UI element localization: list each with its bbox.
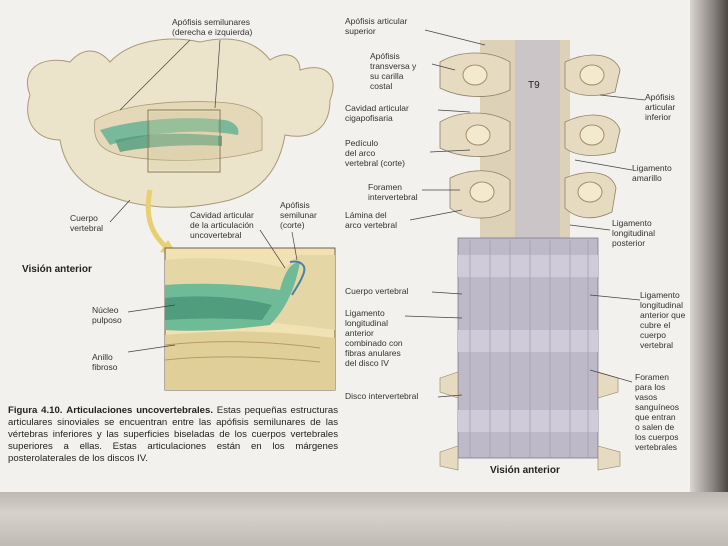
label-foramen-intervertebral: Foramen intervertebral — [368, 182, 418, 202]
label-nucleo-pulposo: Núcleo pulposo — [92, 305, 122, 325]
figure-caption: Figura 4.10. Articulaciones uncovertebra… — [8, 405, 338, 465]
label-ligamento-posterior: Ligamento longitudinal posterior — [612, 218, 656, 248]
label-disco-intervertebral: Disco intervertebral — [345, 391, 419, 401]
label-apofisis-articular-superior: Apófisis articular superior — [345, 16, 408, 36]
figure-text: Estas pequeñas estructuras articulares s… — [8, 405, 338, 464]
label-cuerpo-vertebral-right: Cuerpo vertebral — [345, 286, 409, 296]
label-ligamento-anterior-cubre: Ligamento longitudinal anterior que cubr… — [640, 290, 686, 350]
label-apofisis-articular-inferior: Apófisis articular inferior — [645, 92, 676, 122]
label-cuerpo-vertebral-left: Cuerpo vertebral — [70, 213, 104, 233]
left-view-title: Visión anterior — [22, 264, 92, 275]
label-apofisis-semilunar-corte: Apófisis semilunar (corte) — [280, 200, 317, 230]
label-pediculo: Pedículo del arco vertebral (corte) — [345, 138, 405, 168]
right-view-title: Visión anterior — [490, 465, 560, 476]
background-floor — [0, 492, 728, 546]
vertebra-t9-label: T9 — [528, 80, 540, 91]
cervical-vertebra-drawing — [26, 38, 334, 208]
label-lamina: Lámina del arco vertebral — [345, 210, 397, 230]
label-foramen-vasos: Foramen para los vasos sanguíneos que en… — [635, 372, 679, 452]
inset-joint-detail — [164, 247, 336, 391]
label-ligamento-amarillo: Ligamento amarillo — [632, 163, 672, 183]
page-edge-shadow — [690, 0, 728, 492]
label-apofisis-semilunares: Apófisis semilunares (derecha e izquierd… — [172, 17, 253, 37]
label-cavidad-cigapofisaria: Cavidad articular cigapofisaria — [345, 103, 409, 123]
label-ligamento-combinado: Ligamento longitudinal anterior combinad… — [345, 308, 403, 368]
label-anillo-fibroso: Anillo fibroso — [92, 352, 118, 372]
figure-title: Articulaciones uncovertebrales. — [66, 405, 213, 416]
label-apofisis-transversa: Apófisis transversa y su carilla costal — [370, 51, 417, 91]
label-cavidad-uncovertebral: Cavidad articular de la articulación unc… — [190, 210, 254, 240]
figure-label: Figura 4.10. — [8, 405, 63, 416]
leader-lines — [109, 29, 646, 398]
thoracolumbar-spine-drawing — [439, 40, 621, 471]
